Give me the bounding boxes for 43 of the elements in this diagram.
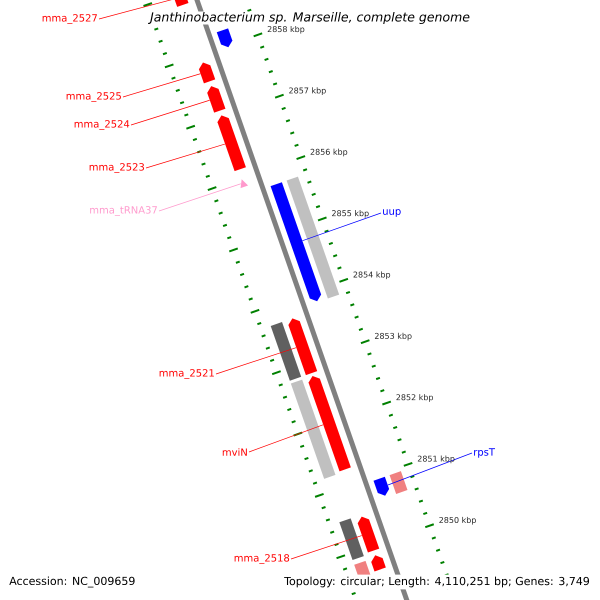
gene-label: mma_tRNA37 <box>90 206 157 216</box>
leader-line <box>302 212 382 241</box>
leader-line <box>388 452 472 486</box>
footer-text: Topology: circular; Length: 4,110,251 bp; Genes: 3,749 <box>282 574 592 590</box>
leader-line <box>290 535 362 560</box>
gene-feature <box>207 86 226 113</box>
scale-label: 2855 kbp <box>332 210 369 218</box>
gene-feature <box>374 476 390 496</box>
leader-line <box>158 183 242 212</box>
gene-feature <box>217 115 246 172</box>
gene-label: mma_2523 <box>90 163 144 173</box>
gene-label: mma_2525 <box>66 92 121 102</box>
gene-label: mma_2527 <box>42 14 97 24</box>
gene-label: mma_2518 <box>234 554 290 564</box>
scale-label: 2851 kbp <box>418 455 454 464</box>
gene-feature <box>358 516 380 553</box>
gene-feature <box>174 0 188 7</box>
gene-label: mma_2524 <box>74 120 130 130</box>
gene-label: mviN <box>222 448 247 456</box>
scale-label: 2854 kbp <box>354 271 390 280</box>
gene-feature <box>270 182 322 302</box>
scale-label: 2850 kbp <box>439 516 476 525</box>
scale-label: 2852 kbp <box>396 394 434 402</box>
gene-feature <box>240 179 248 188</box>
scale-label: 2858 kbp <box>268 26 304 34</box>
leader-line <box>130 100 210 126</box>
footer-text: Accession: NC_009659 <box>7 574 138 590</box>
gene-feature <box>288 318 318 376</box>
gene-feature <box>216 28 232 48</box>
gene-label: mma_2521 <box>160 369 214 379</box>
scale-label: 2856 kbp <box>310 148 348 156</box>
gene-feature <box>308 376 351 472</box>
gene-feature <box>198 62 216 84</box>
gene-label: rpsT <box>474 448 496 458</box>
gene-label: uup <box>383 209 401 217</box>
leader-line <box>122 73 201 98</box>
leader-line <box>146 144 226 168</box>
scale-label: 2853 kbp <box>374 332 412 340</box>
gene-feature <box>371 555 386 572</box>
leader-line <box>216 347 296 374</box>
title: Janthinobacterium sp. Marseille, complete genome <box>148 11 470 25</box>
leader-line <box>248 424 324 452</box>
scale-label: 2857 kbp <box>289 87 326 96</box>
